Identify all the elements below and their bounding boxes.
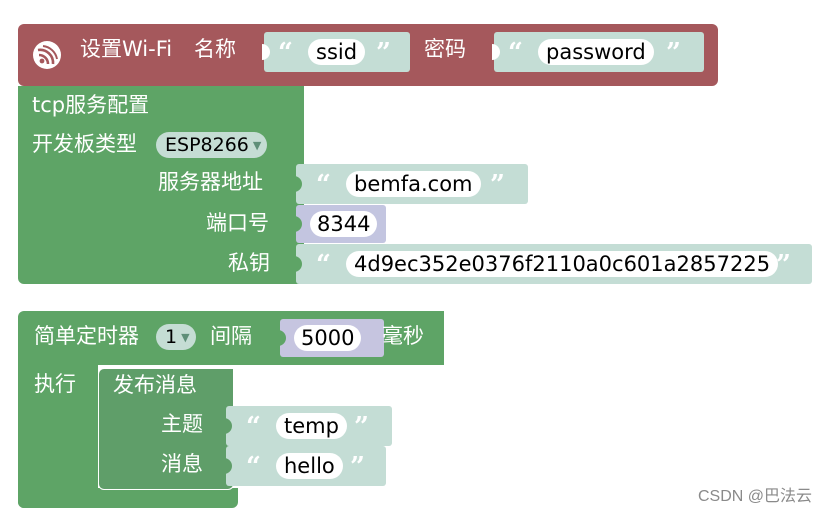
password-label: 密码 bbox=[424, 37, 466, 61]
server-address-label: 服务器地址 bbox=[158, 170, 263, 194]
ssid-label: 名称 bbox=[194, 37, 236, 61]
board-type-value: ESP8266 bbox=[165, 134, 249, 156]
watermark: CSDN @巴法云 bbox=[697, 488, 812, 505]
password-string-block[interactable]: “ password ” bbox=[492, 32, 704, 72]
close-quote-icon: ” bbox=[490, 170, 505, 200]
open-quote-icon: “ bbox=[316, 170, 331, 200]
message-string-block[interactable]: “ hello ” bbox=[224, 446, 386, 486]
open-quote-icon: “ bbox=[246, 412, 261, 442]
espressif-logo-icon bbox=[32, 40, 62, 70]
close-quote-icon: ” bbox=[376, 38, 391, 68]
open-quote-icon: “ bbox=[508, 38, 523, 68]
execute-label: 执行 bbox=[34, 372, 76, 396]
topic-label: 主题 bbox=[161, 412, 203, 436]
milliseconds-label: 毫秒 bbox=[382, 324, 424, 348]
open-quote-icon: “ bbox=[278, 38, 293, 68]
ssid-string-block[interactable]: “ ssid ” bbox=[262, 32, 410, 72]
interval-number-block[interactable]: 5000 bbox=[278, 319, 384, 357]
private-key-string-block[interactable]: “ 4d9ec352e0376f2110a0c601a2857225 ” bbox=[294, 244, 812, 284]
timer-block-bottom bbox=[18, 488, 238, 508]
ssid-field[interactable]: ssid bbox=[308, 39, 366, 65]
wifi-block-label: 设置Wi-Fi bbox=[80, 37, 173, 61]
close-quote-icon: ” bbox=[350, 452, 365, 482]
publish-message-title: 发布消息 bbox=[113, 373, 197, 397]
triangle-down-icon: ▼ bbox=[252, 139, 262, 152]
private-key-field[interactable]: 4d9ec352e0376f2110a0c601a2857225 bbox=[346, 251, 779, 277]
topic-string-block[interactable]: “ temp ” bbox=[224, 406, 392, 446]
tcp-config-title: tcp服务配置 bbox=[32, 93, 150, 117]
open-quote-icon: “ bbox=[316, 250, 331, 280]
triangle-down-icon: ▼ bbox=[181, 331, 190, 344]
server-string-block[interactable]: “ bemfa.com ” bbox=[294, 164, 528, 204]
port-number-block[interactable]: 8344 bbox=[294, 205, 386, 243]
timer-number-value: 1 bbox=[165, 326, 178, 348]
close-quote-icon: ” bbox=[354, 412, 369, 442]
port-field[interactable]: 8344 bbox=[310, 211, 378, 237]
close-quote-icon: ” bbox=[776, 250, 791, 280]
open-quote-icon: “ bbox=[246, 452, 261, 482]
board-type-label: 开发板类型 bbox=[32, 132, 137, 156]
close-quote-icon: ” bbox=[666, 38, 681, 68]
timer-number-dropdown[interactable]: 1▼ bbox=[156, 324, 196, 350]
interval-label: 间隔 bbox=[210, 324, 252, 348]
interval-field[interactable]: 5000 bbox=[294, 325, 362, 351]
message-field[interactable]: hello bbox=[276, 453, 343, 479]
port-label: 端口号 bbox=[206, 211, 269, 235]
message-label: 消息 bbox=[161, 452, 203, 476]
server-address-field[interactable]: bemfa.com bbox=[346, 171, 481, 197]
board-type-dropdown[interactable]: ESP8266▼ bbox=[156, 132, 268, 158]
wifi-setup-block[interactable]: 设置Wi-Fi 名称 “ ssid ” 密码 “ password ” bbox=[18, 24, 718, 86]
timer-execute-arm: 执行 bbox=[18, 364, 98, 508]
topic-field[interactable]: temp bbox=[276, 413, 347, 439]
publish-message-block[interactable]: 发布消息 主题 消息 bbox=[98, 368, 234, 490]
private-key-label: 私钥 bbox=[228, 251, 270, 275]
password-field[interactable]: password bbox=[538, 39, 654, 65]
simple-timer-block[interactable]: 简单定时器 1▼ 间隔 5000 毫秒 bbox=[18, 311, 444, 365]
timer-label: 简单定时器 bbox=[34, 324, 139, 348]
tcp-config-block[interactable]: tcp服务配置 开发板类型 ESP8266▼ 服务器地址 端口号 私钥 bbox=[18, 86, 304, 284]
